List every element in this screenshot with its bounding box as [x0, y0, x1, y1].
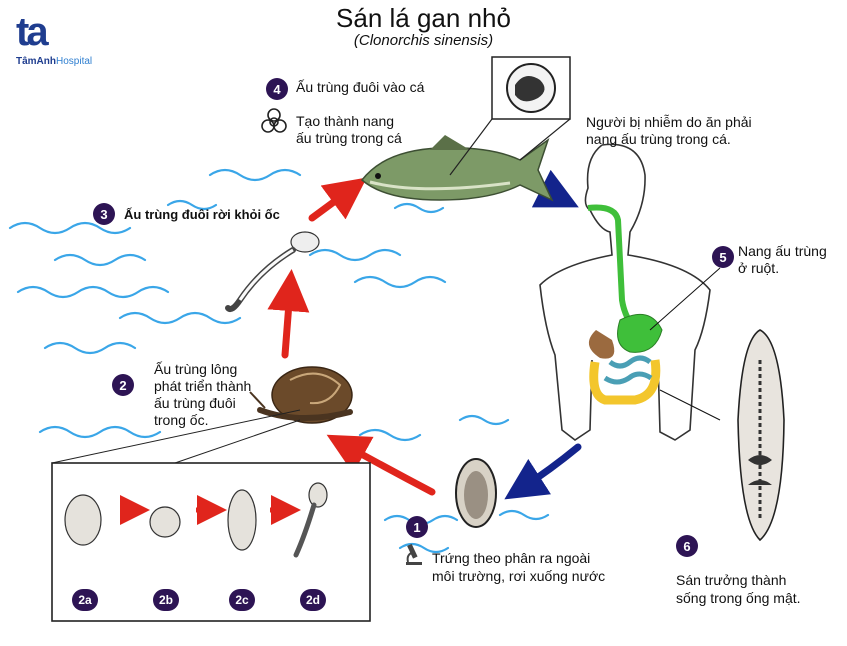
- step-4-text-3: ấu trùng trong cá: [296, 130, 402, 147]
- human-note-2: nang ấu trùng trong cá.: [586, 131, 731, 148]
- step-2-text-4: trong ốc.: [154, 412, 208, 429]
- step-6-text-2: sống trong ống mật.: [676, 590, 801, 607]
- step-6-text-1: Sán trưởng thành: [676, 572, 786, 589]
- step-2-text-1: Ấu trùng lông: [154, 361, 237, 378]
- substage-2c-badge: 2c: [229, 589, 255, 611]
- step-2-text-2: phát triển thành: [154, 378, 251, 395]
- biohazard-icon: [262, 109, 286, 132]
- step-1-text-1: Trứng theo phân ra ngoài: [432, 550, 590, 567]
- adult-fluke-illustration: [738, 330, 784, 540]
- egg-illustration: [456, 459, 496, 527]
- substage-2d-badge: 2d: [300, 589, 326, 611]
- step-6-badge: 6: [676, 535, 698, 557]
- human-note-1: Người bị nhiễm do ăn phải: [586, 114, 752, 131]
- microscope-icon: [406, 544, 422, 565]
- substage-panel: [52, 410, 370, 621]
- step-4-text-2: Tạo thành nang: [296, 113, 394, 130]
- step-5-text-2: ở ruột.: [738, 260, 779, 277]
- step-1-badge: 1: [406, 516, 428, 538]
- substage-2b-badge: 2b: [153, 589, 179, 611]
- step-4-text-1: Ấu trùng đuôi vào cá: [296, 79, 424, 96]
- human-digestive-tract: [588, 208, 662, 401]
- step-1-text-2: môi trường, rơi xuống nước: [432, 568, 605, 585]
- step-2-badge: 2: [112, 374, 134, 396]
- substage-2a-badge: 2a: [72, 589, 98, 611]
- cycle-arrows-blue: [522, 184, 578, 488]
- step-4-badge: 4: [266, 78, 288, 100]
- step-2-text-3: ấu trùng đuôi: [154, 395, 236, 412]
- snail-illustration: [250, 367, 352, 423]
- step-3-badge: 3: [93, 203, 115, 225]
- step-3-text: Ấu trùng đuôi rời khỏi ốc: [124, 206, 280, 223]
- step-5-badge: 5: [712, 246, 734, 268]
- cercaria-larva-illustration: [228, 232, 319, 309]
- step-5-text-1: Nang ấu trùng: [738, 243, 827, 260]
- step6-pointer: [660, 390, 720, 420]
